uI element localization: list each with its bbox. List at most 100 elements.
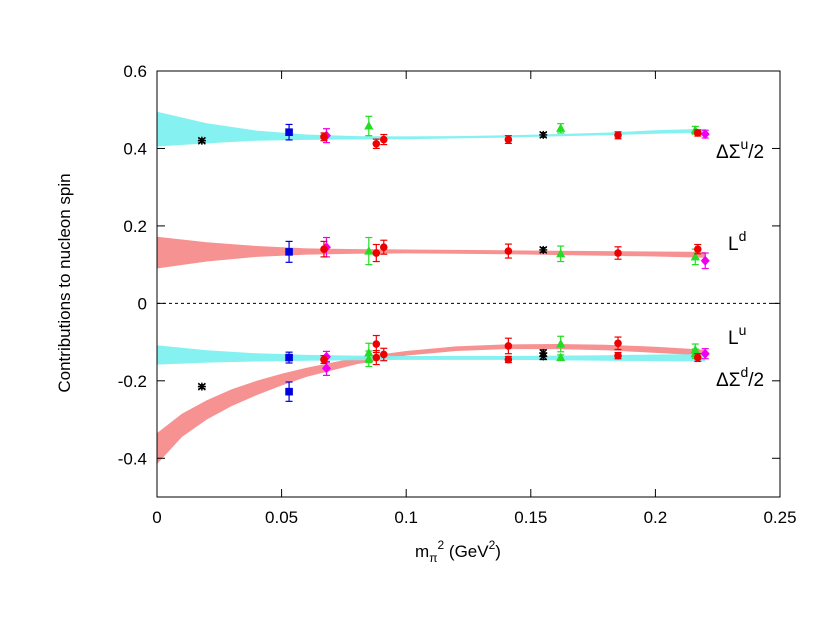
band-label-l-d-main: L	[728, 234, 739, 255]
data-point	[539, 352, 548, 361]
y-tick-label: 0.2	[123, 217, 147, 236]
marker-circle	[504, 355, 513, 364]
data-point	[364, 115, 374, 137]
x-axis-title-unit-close: )	[495, 542, 501, 561]
x-tick-label: 0.1	[394, 508, 418, 527]
labels: Contributions to nucleon spin mπ2 (GeV2)…	[55, 136, 764, 565]
x-axis-title-unit-sup: 2	[489, 538, 496, 552]
marker-circle	[614, 339, 622, 348]
marker-triangle	[364, 353, 374, 363]
x-axis-title-unit-open: (GeV	[444, 542, 489, 561]
x-tick-label: 0.25	[763, 508, 796, 527]
data-point	[197, 382, 206, 391]
band-l-u	[157, 344, 706, 465]
x-axis-title: mπ2 (GeV2)	[415, 538, 501, 565]
band-dsigma-d	[157, 345, 706, 365]
data-point	[556, 352, 566, 362]
data-point	[614, 246, 622, 260]
data-point	[556, 335, 566, 353]
data-point	[372, 334, 381, 354]
marker-circle	[372, 249, 381, 257]
marker-diamond	[700, 255, 710, 266]
band-label-l-u: Lu	[728, 322, 746, 349]
marker-triangle	[556, 339, 566, 348]
marker-circle	[693, 129, 702, 137]
marker-triangle	[690, 251, 700, 261]
marker-asterisk	[539, 245, 548, 254]
data-point	[364, 350, 374, 368]
data-point	[197, 136, 206, 145]
band-dsigma-u	[157, 111, 706, 147]
marker-circle	[320, 245, 328, 253]
y-tick-label: -0.2	[118, 372, 147, 391]
band-label-l-u-main: L	[728, 328, 739, 349]
data-point	[700, 348, 710, 360]
band-label-dsigma-d-main: ΔΣ	[716, 370, 740, 391]
marker-circle	[379, 135, 388, 144]
data-point	[504, 135, 513, 145]
y-tick-label: 0	[138, 294, 147, 313]
marker-triangle	[364, 120, 374, 130]
data-point	[364, 236, 374, 266]
band-label-dsigma-u: ΔΣu/2	[716, 136, 764, 163]
marker-asterisk	[197, 382, 206, 391]
fit-bands	[157, 111, 706, 465]
data-point	[321, 360, 331, 376]
band-label-l-d: Ld	[728, 228, 746, 255]
marker-circle	[372, 353, 381, 362]
data-point	[539, 245, 548, 254]
marker-square	[285, 353, 293, 362]
data-point	[379, 133, 388, 146]
data-point	[285, 351, 293, 364]
marker-triangle	[556, 248, 566, 258]
data-point	[556, 123, 566, 134]
marker-circle	[379, 350, 388, 359]
marker-diamond	[700, 348, 710, 359]
data-point	[614, 351, 622, 360]
series-red	[320, 129, 702, 366]
y-tick-label: 0.6	[123, 62, 147, 81]
band-label-l-u-sup: u	[739, 322, 747, 338]
data-point	[700, 252, 710, 270]
data-point	[372, 350, 381, 366]
x-tick-label: 0.2	[644, 508, 668, 527]
data-point	[504, 337, 513, 355]
x-axis-title-base: m	[415, 542, 429, 561]
marker-circle	[372, 340, 381, 348]
data-point	[504, 243, 513, 259]
marker-circle	[504, 247, 513, 255]
data-point	[504, 355, 513, 364]
x-axis-title-sub: π	[429, 551, 437, 565]
marker-circle	[614, 351, 622, 360]
data-point	[539, 130, 548, 139]
marker-triangle	[364, 246, 374, 255]
y-axis-title: Contributions to nucleon spin	[55, 173, 74, 392]
data-point	[693, 243, 702, 255]
data-point	[285, 123, 293, 141]
marker-circle	[320, 355, 328, 364]
marker-circle	[320, 133, 328, 141]
band-label-dsigma-u-sup: u	[740, 136, 748, 152]
data-point	[379, 347, 388, 362]
series-green	[364, 115, 700, 368]
band-label-dsigma-u-main: ΔΣ	[716, 142, 740, 163]
data-point	[556, 245, 566, 263]
band-l-d	[157, 236, 706, 269]
x-tick-label: 0.15	[514, 508, 547, 527]
marker-circle	[379, 243, 388, 252]
marker-circle	[614, 131, 622, 140]
plot-frame	[156, 70, 781, 498]
marker-circle	[372, 140, 381, 148]
data-point	[372, 243, 381, 263]
data-point	[320, 240, 328, 258]
series-black	[197, 130, 548, 391]
marker-circle	[504, 135, 513, 144]
marker-circle	[614, 249, 622, 257]
band-label-dsigma-u-post: /2	[748, 142, 764, 163]
marker-triangle	[556, 352, 566, 362]
data-point	[379, 239, 388, 255]
data-point	[614, 336, 622, 351]
